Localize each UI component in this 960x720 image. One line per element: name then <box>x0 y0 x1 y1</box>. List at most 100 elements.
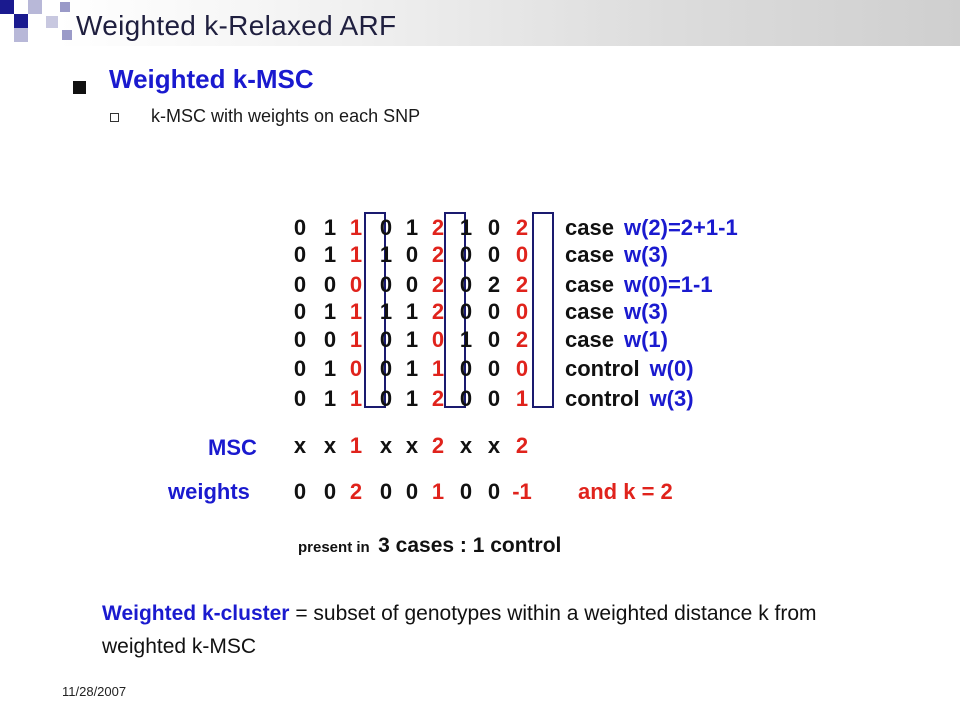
genotype-cell: 2 <box>515 327 529 352</box>
genotype-cell: 0 <box>379 215 393 240</box>
msc-label: MSC <box>208 435 257 460</box>
genotype-cell: 1 <box>405 386 419 411</box>
genotype-cell: 1 <box>405 215 419 240</box>
row-class-label: control <box>565 386 640 411</box>
row-weight: w(2)=2+1-1 <box>623 215 738 240</box>
decor-square <box>60 2 70 12</box>
genotype-cell: 0 <box>487 386 501 411</box>
genotype-cell: 2 <box>431 242 445 267</box>
row-class-label: case <box>565 272 614 297</box>
weight-cell: 0 <box>293 479 307 504</box>
genotype-cell: 1 <box>459 327 473 352</box>
main-bullet: Weighted k-MSC <box>109 64 314 94</box>
genotype-cell: 0 <box>379 356 393 381</box>
row-weight: w(3) <box>649 386 694 411</box>
title-bar <box>0 0 960 46</box>
genotype-cell: 0 <box>431 327 445 352</box>
definition-body: = subset of genotypes within a weighted … <box>102 602 817 658</box>
genotype-cell: 0 <box>515 242 529 267</box>
genotype-cell: 0 <box>293 356 307 381</box>
genotype-cell: 1 <box>349 242 363 267</box>
slide-title: Weighted k-Relaxed ARF <box>76 10 397 41</box>
genotype-cell: 0 <box>515 299 529 324</box>
decor-square <box>14 14 28 28</box>
genotype-cell: 1 <box>349 327 363 352</box>
row-weight: w(0)=1-1 <box>623 272 713 297</box>
weight-cell: 0 <box>487 479 501 504</box>
genotype-cell: 0 <box>459 356 473 381</box>
definition-term: Weighted k-cluster <box>102 602 290 625</box>
genotype-cell: 1 <box>323 299 337 324</box>
genotype-cell: 0 <box>487 242 501 267</box>
weight-cell: 2 <box>349 479 363 504</box>
genotype-cell: 2 <box>515 272 529 297</box>
row-class-label: case <box>565 215 614 240</box>
decor-square <box>14 28 28 42</box>
genotype-cell: 0 <box>323 327 337 352</box>
row-weight: w(1) <box>623 327 668 352</box>
decor-square <box>46 16 58 28</box>
genotype-cell: 1 <box>349 215 363 240</box>
genotype-cell: 1 <box>323 215 337 240</box>
weight-cell: 0 <box>323 479 337 504</box>
genotype-cell: 0 <box>405 242 419 267</box>
hollow-square-icon <box>110 113 119 122</box>
genotype-cell: 0 <box>293 386 307 411</box>
msc-cell: 1 <box>349 433 363 458</box>
column-highlight-box <box>364 212 386 408</box>
msc-cell: x <box>379 433 393 458</box>
genotype-cell: 0 <box>487 356 501 381</box>
genotype-cell: 0 <box>459 299 473 324</box>
definition-text: Weighted k-cluster = subset of genotypes… <box>102 597 862 663</box>
genotype-cell: 1 <box>405 327 419 352</box>
genotype-cell: 0 <box>379 327 393 352</box>
genotype-cell: 1 <box>379 242 393 267</box>
msc-cell: x <box>487 433 501 458</box>
weight-cell: -1 <box>512 479 532 504</box>
genotype-cell: 1 <box>323 356 337 381</box>
genotype-cell: 0 <box>293 327 307 352</box>
bullet-square-icon <box>73 81 86 94</box>
genotype-cell: 1 <box>379 299 393 324</box>
genotype-cell: 0 <box>405 272 419 297</box>
row-weight: w(3) <box>623 299 668 324</box>
decor-square <box>62 30 72 40</box>
genotype-cell: 0 <box>459 386 473 411</box>
column-highlight-box <box>444 212 466 408</box>
genotype-cell: 0 <box>293 299 307 324</box>
k-note: and k = 2 <box>578 479 673 504</box>
row-class-label: case <box>565 299 614 324</box>
present-prefix: present in <box>298 539 370 556</box>
genotype-cell: 0 <box>487 327 501 352</box>
genotype-cell: 1 <box>515 386 529 411</box>
decor-square <box>28 0 42 14</box>
genotype-cell: 0 <box>349 356 363 381</box>
msc-cell: 2 <box>515 433 529 458</box>
genotype-cell: 0 <box>293 272 307 297</box>
msc-cell: x <box>293 433 307 458</box>
genotype-cell: 0 <box>459 272 473 297</box>
decor-square <box>0 0 14 14</box>
row-weight: w(0) <box>649 356 694 381</box>
genotype-cell: 2 <box>431 272 445 297</box>
msc-cell: x <box>459 433 473 458</box>
weight-cell: 1 <box>431 479 445 504</box>
genotype-cell: 2 <box>431 299 445 324</box>
weight-cell: 0 <box>459 479 473 504</box>
msc-cell: x <box>405 433 419 458</box>
weights-label: weights <box>168 479 250 504</box>
genotype-cell: 2 <box>431 215 445 240</box>
genotype-cell: 2 <box>431 386 445 411</box>
genotype-cell: 0 <box>515 356 529 381</box>
genotype-cell: 1 <box>431 356 445 381</box>
genotype-cell: 0 <box>487 215 501 240</box>
